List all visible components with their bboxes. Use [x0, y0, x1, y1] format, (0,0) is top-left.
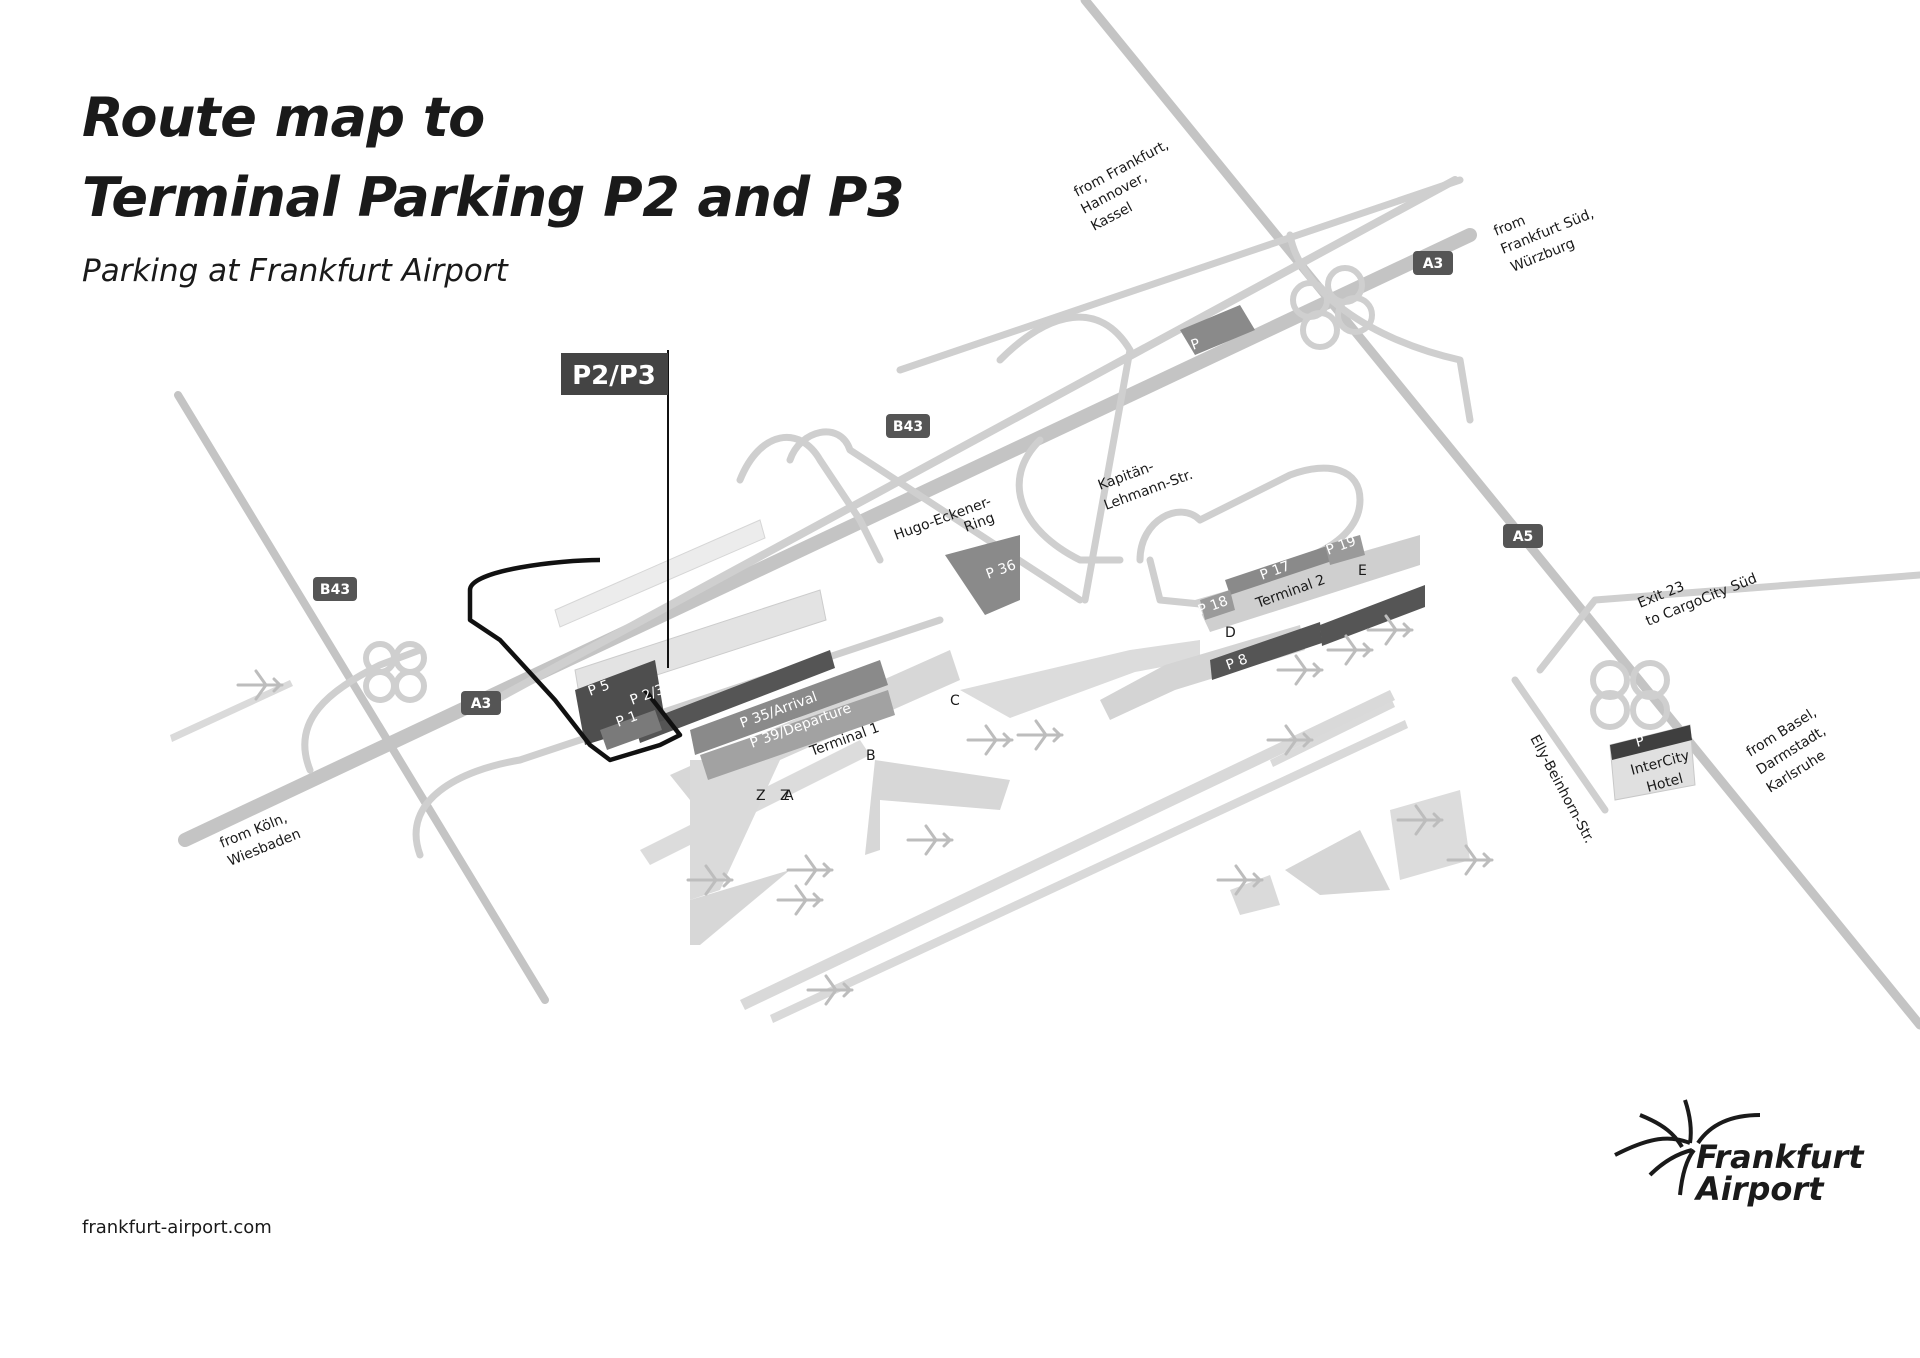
road-shields: B43 B43 A3 A3 A5 [313, 251, 1543, 715]
logo-line-2: Airport [1696, 1170, 1824, 1208]
b43-north-branch [896, 176, 1464, 374]
ramp-loop-1 [736, 433, 884, 564]
cargo-area [1230, 790, 1470, 915]
parking-p36[interactable] [945, 535, 1020, 615]
label-p8: P 8 [1224, 651, 1250, 673]
svg-text:A5: A5 [1513, 529, 1534, 545]
parking-structures-t1 [574, 589, 895, 780]
shield-a3-east [1413, 251, 1453, 275]
cargo-city-road [1536, 571, 1920, 674]
label-p4: P 4 [774, 644, 800, 667]
shield-a5 [1503, 524, 1543, 548]
p2-p3-flag-label: P2/P3 [572, 361, 656, 391]
b43-north-road [491, 176, 1459, 704]
runways [170, 519, 1408, 1023]
west-crossing-road [174, 391, 549, 1004]
label-pier-z: Z [780, 788, 790, 804]
page-title-line-1: Route map to [82, 86, 485, 149]
elly-beinhorn-str [1511, 676, 1609, 814]
label-p5: P 5 [586, 677, 612, 699]
logo-line-1: Frankfurt [1696, 1138, 1864, 1176]
terminal2-loop [1136, 464, 1364, 564]
label-pier-d: D [1225, 625, 1236, 641]
label-pier-c: C [950, 693, 960, 709]
svg-text:B43: B43 [320, 582, 350, 598]
page-title-line-2: Terminal Parking P2 and P3 [82, 166, 905, 229]
frankfurt-airport-logo-icon [1614, 1099, 1761, 1196]
label-pier-e: E [1358, 563, 1367, 579]
intercity-hotel [1609, 724, 1696, 801]
footer-url[interactable]: frankfurt-airport.com [82, 1217, 272, 1238]
svg-text:A3: A3 [471, 696, 492, 712]
shield-b43-north [886, 414, 930, 438]
north-ramp [1286, 231, 1474, 424]
label-p-hotel: P [1634, 733, 1646, 751]
road-network [174, 0, 1920, 1030]
a5-motorway [1080, 0, 1920, 1030]
svg-text:Z: Z [756, 788, 766, 804]
shield-b43-west [313, 577, 357, 601]
terminal-2-complex [1195, 535, 1425, 680]
ramp-loop-4 [1015, 436, 1124, 564]
svg-text:A3: A3 [1423, 256, 1444, 272]
label-p9: P 9 [1384, 577, 1410, 599]
shield-a3-west [461, 691, 501, 715]
label-p1: P 1 [614, 708, 640, 730]
access-road-south [412, 616, 944, 859]
page-subtitle: Parking at Frankfurt Airport [82, 253, 508, 289]
ramp-loop-3 [996, 313, 1134, 604]
p2-p3-flag[interactable] [561, 353, 668, 395]
parking-p-north[interactable] [1180, 305, 1255, 355]
ramp-loop-2 [786, 428, 1084, 604]
frankfurt-airport-logo: Frankfurt Airport [1696, 1141, 1864, 1205]
svg-text:B43: B43 [893, 419, 923, 435]
a3-motorway [178, 228, 1477, 847]
label-pier-b: B [866, 748, 876, 764]
route-to-p2-p3[interactable] [467, 557, 683, 763]
label-pier-a: A [784, 788, 794, 804]
